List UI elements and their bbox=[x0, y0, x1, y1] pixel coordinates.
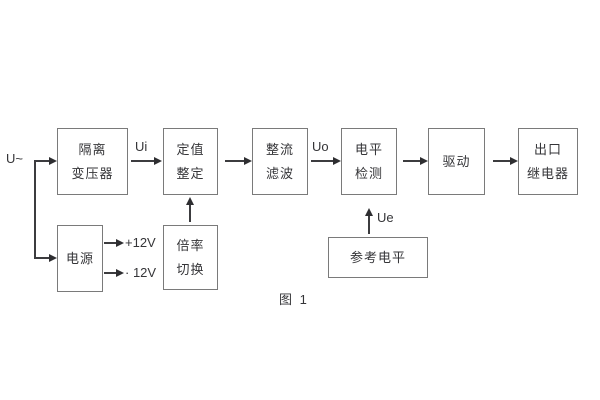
block-label: 电源 bbox=[65, 251, 94, 266]
block-label: 驱动 bbox=[442, 154, 471, 169]
arrowhead-into-level-bottom bbox=[365, 208, 373, 216]
arrowhead-plus12 bbox=[116, 239, 124, 247]
arrowhead-into-setpoint-setting bbox=[154, 157, 162, 165]
rail-minus12-label: · 12V bbox=[125, 265, 157, 280]
block-ratio-switching: 倍率 切换 bbox=[163, 225, 218, 290]
line-driver-to-relay bbox=[493, 160, 511, 162]
arrowhead-into-driver bbox=[420, 157, 428, 165]
line-ui bbox=[131, 160, 155, 162]
block-driver: 驱动 bbox=[428, 128, 485, 195]
figure-caption: 图 1 bbox=[279, 292, 309, 307]
line-input-horizontal bbox=[34, 160, 50, 162]
block-label: 变压器 bbox=[71, 166, 114, 181]
line-reference-to-level bbox=[368, 215, 370, 234]
line-power-minus12 bbox=[104, 272, 117, 274]
block-setpoint-setting: 定值 整定 bbox=[163, 128, 218, 195]
signal-ue-label: Ue bbox=[377, 210, 394, 225]
block-label: 滤波 bbox=[265, 166, 294, 181]
block-label: 电平 bbox=[354, 142, 383, 157]
line-uo bbox=[311, 160, 334, 162]
line-setting-to-rectifier bbox=[225, 160, 245, 162]
line-power-plus12 bbox=[104, 242, 117, 244]
block-label: 继电器 bbox=[526, 166, 569, 181]
block-label: 定值 bbox=[176, 142, 205, 157]
arrowhead-into-power-supply bbox=[49, 254, 57, 262]
block-reference-level: 参考电平 bbox=[328, 237, 428, 278]
arrowhead-into-output-relay bbox=[510, 157, 518, 165]
line-level-to-driver bbox=[403, 160, 421, 162]
block-power-supply: 电源 bbox=[57, 225, 103, 292]
line-input-branch-vertical bbox=[34, 160, 36, 258]
arrowhead-minus12 bbox=[116, 269, 124, 277]
block-label: 整定 bbox=[176, 166, 205, 181]
block-label: 切换 bbox=[176, 262, 205, 277]
arrowhead-into-isolation-transformer bbox=[49, 157, 57, 165]
block-level-detection: 电平 检测 bbox=[341, 128, 397, 195]
signal-ui-label: Ui bbox=[135, 139, 148, 154]
line-into-power-supply bbox=[34, 257, 50, 259]
block-label: 隔离 bbox=[78, 142, 107, 157]
block-output-relay: 出口 继电器 bbox=[518, 128, 578, 195]
block-rectifier-filter: 整流 滤波 bbox=[252, 128, 308, 195]
signal-uo-label: Uo bbox=[312, 139, 329, 154]
arrowhead-into-level-detection bbox=[333, 157, 341, 165]
block-label: 倍率 bbox=[176, 238, 205, 253]
block-label: 参考电平 bbox=[349, 250, 406, 265]
block-isolation-transformer: 隔离 变压器 bbox=[57, 128, 128, 195]
block-label: 整流 bbox=[265, 142, 294, 157]
block-label: 出口 bbox=[533, 142, 562, 157]
input-voltage-label: U~ bbox=[6, 151, 23, 166]
line-ratio-to-setting bbox=[189, 204, 191, 222]
arrowhead-into-setting-bottom bbox=[186, 197, 194, 205]
block-label: 检测 bbox=[354, 166, 383, 181]
arrowhead-into-rectifier-filter bbox=[244, 157, 252, 165]
rail-plus12-label: +12V bbox=[125, 235, 156, 250]
